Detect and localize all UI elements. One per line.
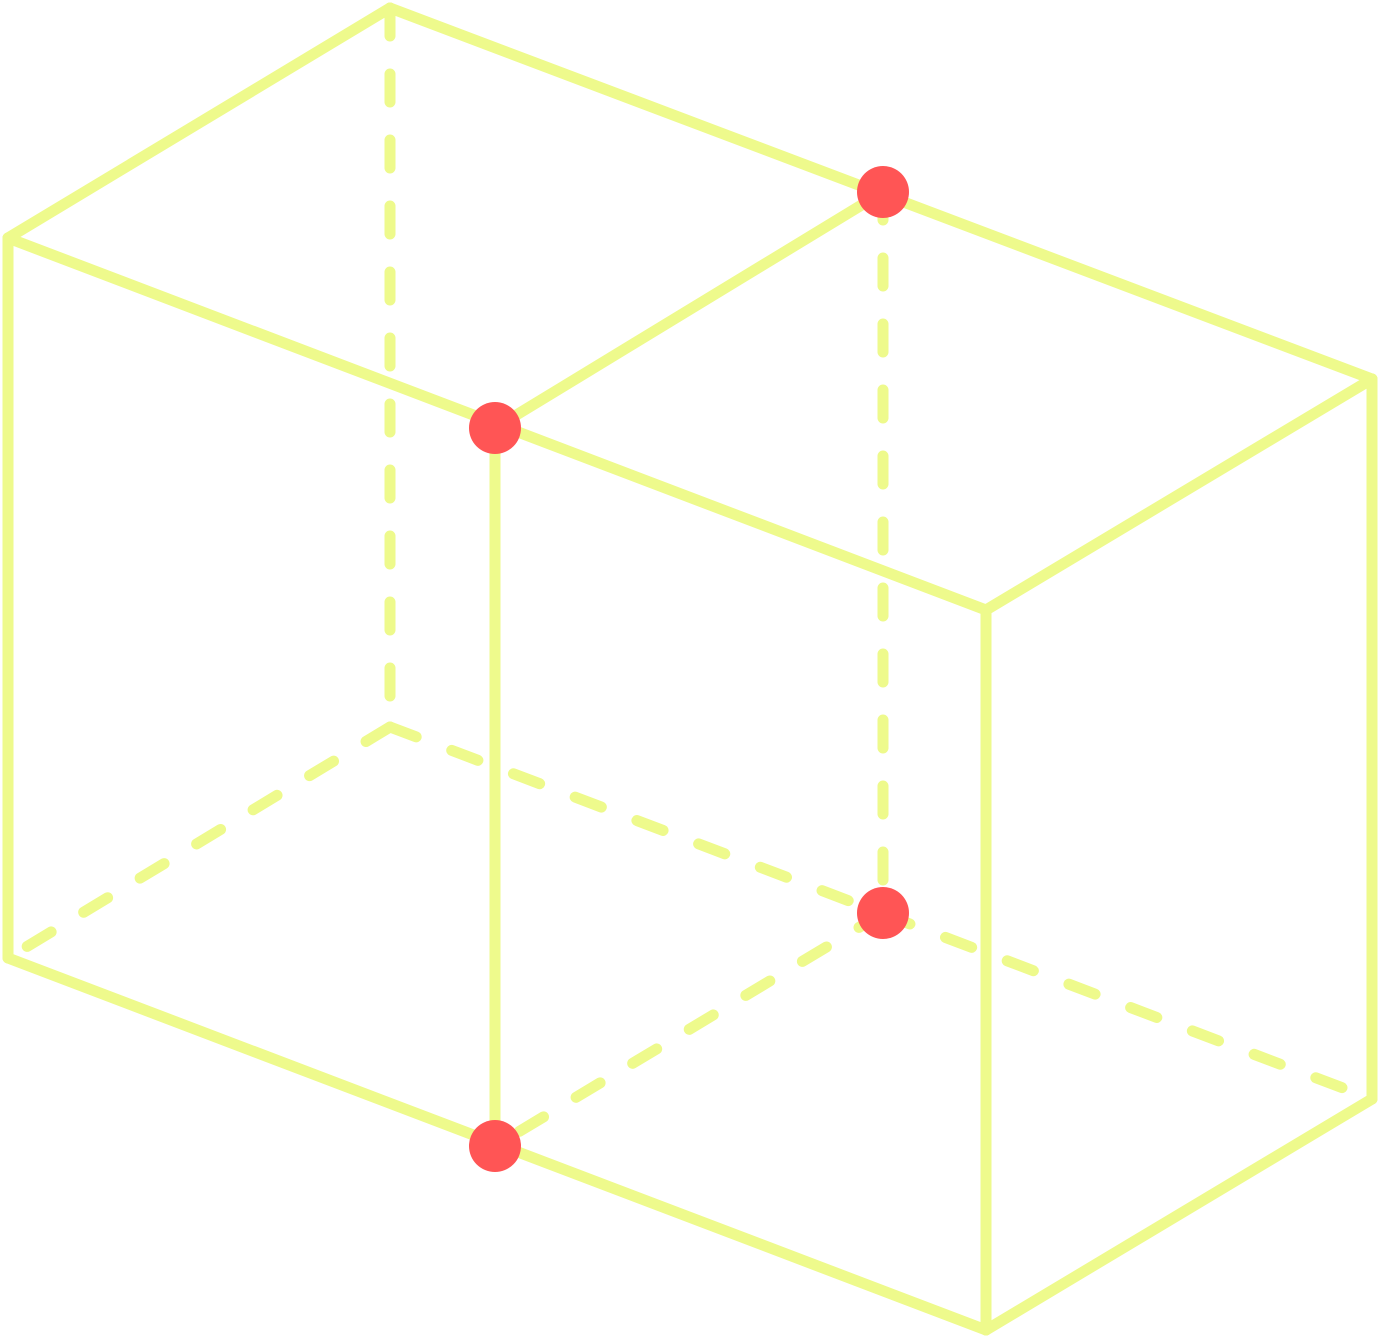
point-top-back-mid <box>857 166 909 218</box>
hidden-edge-bottom-back-left <box>2 721 396 964</box>
edge-top-middle <box>489 186 889 434</box>
edge-bottom-right <box>980 1093 1378 1336</box>
hidden-edges <box>2 2 1378 1152</box>
highlighted-points <box>469 166 909 1172</box>
hidden-edge-bottom-mid <box>489 907 889 1152</box>
edge-top-left-front <box>2 2 396 244</box>
point-bottom-front-mid <box>469 1120 521 1172</box>
point-bottom-back-mid <box>857 887 909 939</box>
edge-top-right <box>980 373 1378 616</box>
point-top-front-mid <box>469 402 521 454</box>
